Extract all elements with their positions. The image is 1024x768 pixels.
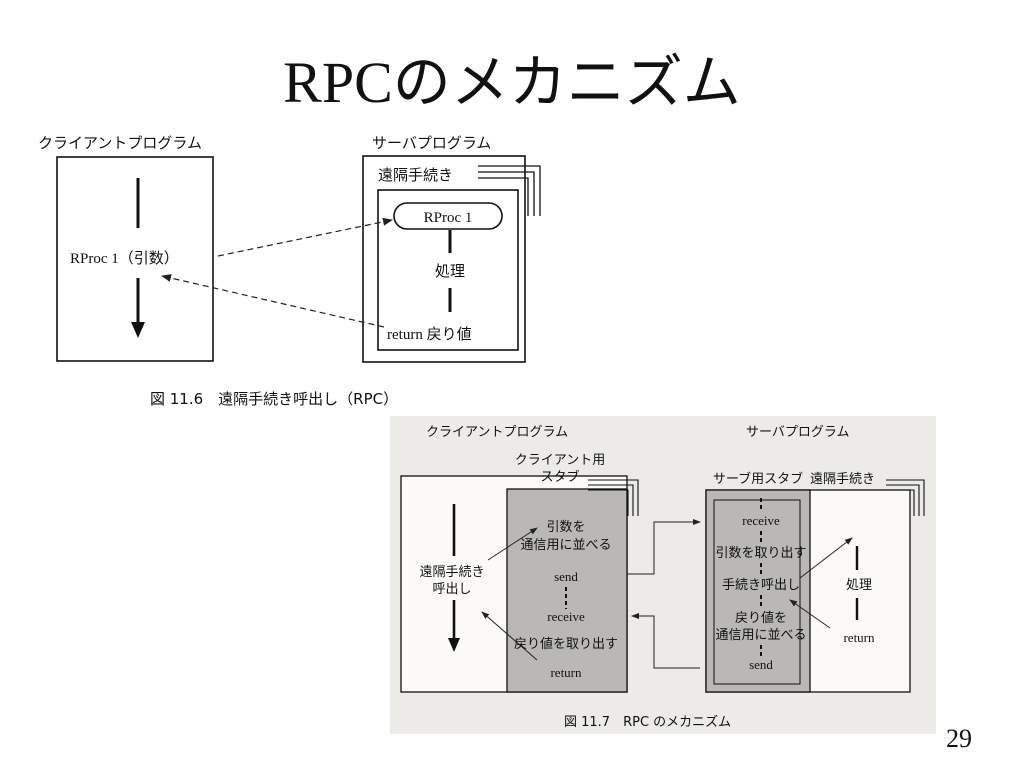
fig1-process-label: 処理 [435, 262, 465, 280]
fig2-call-to-stub-arrow [487, 527, 538, 561]
fig2-server-stub [705, 489, 811, 693]
fig2-client-stub-stack-1 [588, 479, 639, 516]
fig2-call-remote-2: 呼出し [432, 582, 471, 597]
fig2-server-send: send [749, 657, 773, 672]
fig2-client-stub-stack-3 [588, 489, 629, 516]
fig2-stub-to-client-arrow [481, 611, 538, 661]
fig2-client-stub-label-1: クライアント用 [515, 453, 605, 468]
fig2-unmarshal-args: 引数を取り出す [715, 546, 806, 561]
fig2-send: send [554, 569, 578, 584]
fig1-server-label: サーバプログラム [372, 134, 491, 152]
figure-11-7: クライアントプログラム サーバプログラム クライアント用 スタブ 遠隔手続き 呼… [390, 416, 936, 734]
fig2-call-procedure: 手続き呼出し [722, 578, 800, 593]
fig2-server-stub-label: サーブ用スタブ [713, 471, 803, 487]
fig1-return-arrow [161, 274, 385, 328]
fig2-return-network-arrow [631, 613, 700, 669]
fig1-client-label: クライアントプログラム [38, 134, 202, 152]
fig2-client-stub-stack-2 [588, 484, 634, 516]
fig1-flow-arrow [131, 322, 145, 338]
fig1-stack-line-1 [478, 165, 541, 216]
fig2-server-stub-frame [713, 499, 801, 685]
fig1-return-label: return 戻り値 [387, 326, 472, 343]
fig2-call-remote-1: 遠隔手続き [419, 565, 484, 580]
fig2-marshal-return-2: 通信用に並べる [715, 628, 806, 643]
fig2-client-label: クライアントプログラム [426, 425, 568, 440]
fig2-return: return [550, 665, 582, 680]
fig2-receive: receive [547, 609, 585, 624]
fig2-unmarshal-return: 戻り値を取り出す [514, 636, 618, 652]
fig2-proc-stack-2 [886, 484, 920, 516]
fig2-proc-stack-1 [886, 479, 925, 516]
fig2-proc-stack-3 [886, 489, 915, 516]
fig2-remote-procedure-label: 遠隔手続き [810, 472, 875, 487]
fig1-stack-line-2 [478, 171, 535, 216]
fig1-rproc-label: RProc 1 [424, 210, 473, 226]
fig2-client-stub-label-2: スタブ [540, 469, 579, 485]
fig2-server-receive: receive [742, 513, 780, 528]
fig1-remote-procedure-label: 遠隔手続き [378, 166, 453, 184]
fig2-call-to-proc-arrow [799, 537, 853, 579]
fig2-marshal-args-1: 引数を [546, 520, 585, 535]
fig2-client-flow-arrow [448, 638, 460, 652]
slide-title: RPCのメカニズム [283, 50, 741, 115]
fig2-send-network-arrow [627, 519, 701, 575]
fig2-process: 処理 [846, 578, 872, 593]
fig1-stack-line-3 [478, 177, 529, 216]
fig1-caption: 図 11.6 遠隔手続き呼出し（RPC） [150, 390, 398, 408]
fig2-proc-return-arrow [789, 599, 831, 629]
fig2-caption: 図 11.7 RPC のメカニズム [564, 714, 731, 730]
fig2-server-label: サーバプログラム [746, 425, 849, 440]
fig2-server-return: return [843, 630, 875, 645]
fig1-client-call: RProc 1（引数） [70, 250, 179, 267]
page-number: 29 [946, 724, 972, 753]
fig1-rproc-pill [393, 202, 503, 230]
fig2-marshal-args-2: 通信用に並べる [520, 538, 611, 553]
figure-11-6: クライアントプログラム RProc 1（引数） サーバプログラム 遠隔手続き R… [38, 134, 541, 408]
fig2-marshal-return-1: 戻り値を [735, 610, 787, 626]
